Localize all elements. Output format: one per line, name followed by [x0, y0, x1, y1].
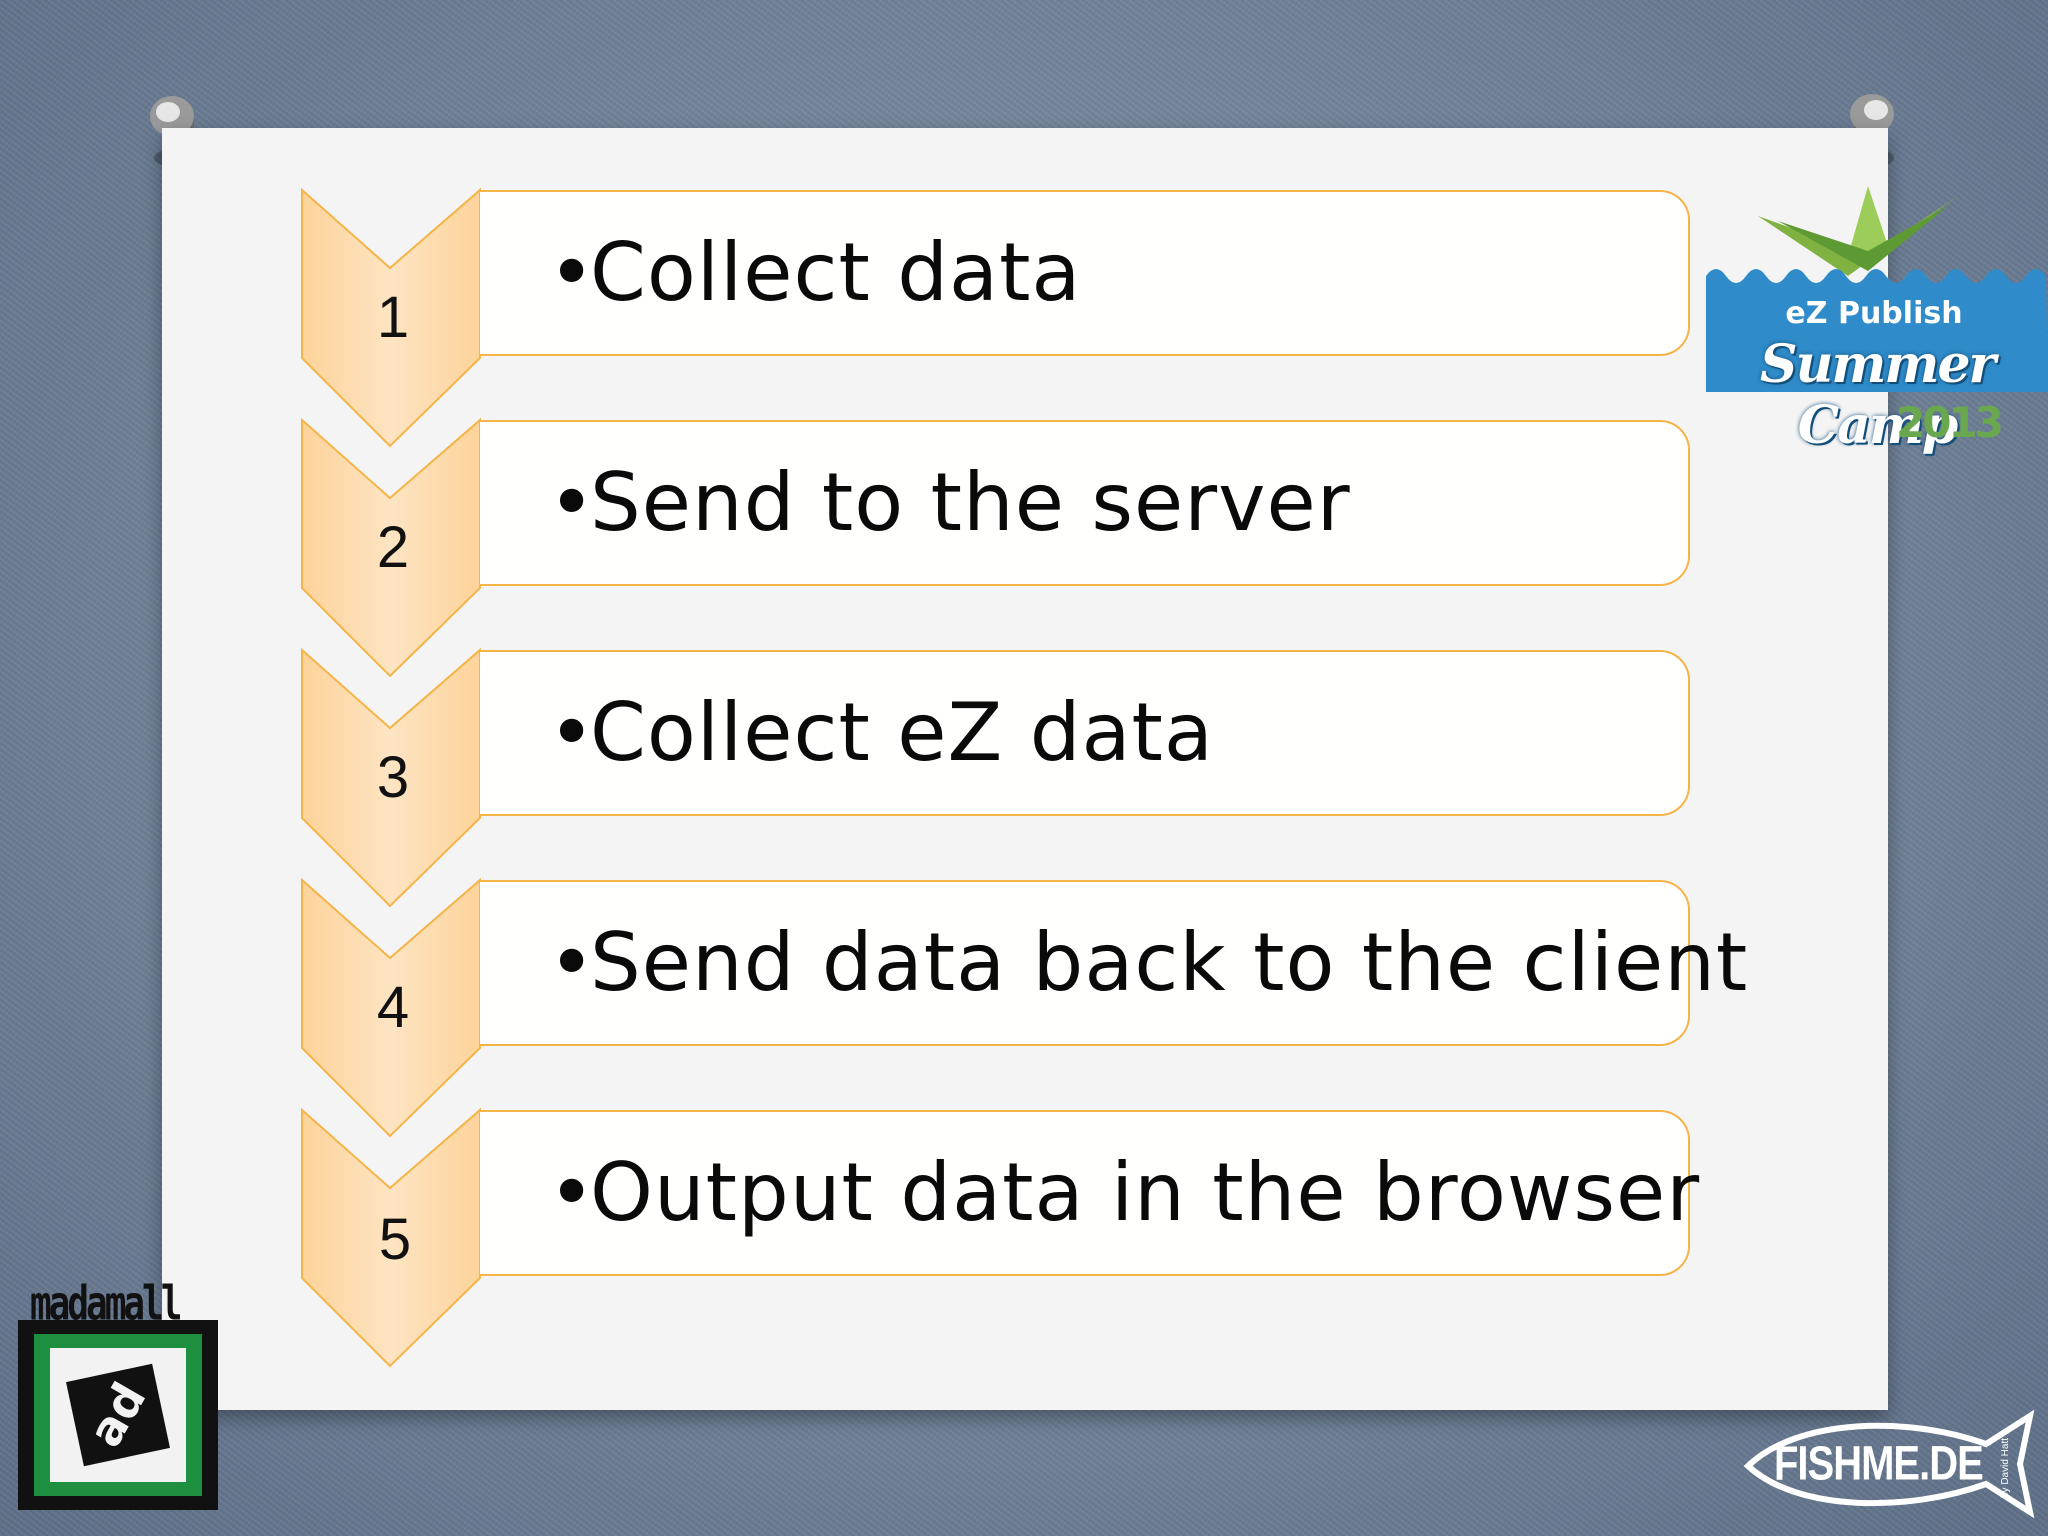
- step-label-4: Send data back to the client: [590, 916, 1749, 1009]
- ez-summer-camp-logo: eZ Publish Summer Camp 2013: [1700, 186, 2048, 456]
- chevron-4-icon: [301, 877, 481, 1138]
- bullet-icon: •: [548, 226, 597, 319]
- step-number-4: 4: [376, 975, 410, 1040]
- step-box-4: [480, 880, 1690, 1046]
- bullet-icon: •: [548, 686, 597, 779]
- step-text-2: •Send to the server: [548, 456, 1351, 549]
- madamall-logo: madamall ad: [16, 1278, 226, 1514]
- bullet-icon: •: [548, 916, 597, 1009]
- paper-boat-icon: [1758, 186, 1958, 276]
- step-number-5: 5: [378, 1207, 412, 1272]
- step-label-5: Output data in the browser: [590, 1146, 1701, 1239]
- step-text-1: •Collect data: [548, 226, 1081, 319]
- step-text-4: •Send data back to the client: [548, 916, 1748, 1009]
- step-label-2: Send to the server: [590, 456, 1351, 549]
- bullet-icon: •: [548, 1146, 597, 1239]
- step-box-3: [480, 650, 1690, 816]
- step-text-3: •Collect eZ data: [548, 686, 1214, 779]
- step-number-3: 3: [376, 745, 410, 810]
- ez-logo-year: 2013: [1896, 398, 2004, 447]
- fishme-logo: FISHME.DE by David Hatt: [1738, 1408, 2038, 1518]
- fishme-wordmark: FISHME.DE: [1774, 1437, 1984, 1491]
- ez-logo-line2: Summer Camp: [1760, 334, 1996, 456]
- ez-badge-background: [1706, 269, 2048, 392]
- ez-logo-line1: eZ Publish: [1785, 296, 1963, 331]
- bullet-icon: •: [548, 456, 597, 549]
- step-text-5: •Output data in the browser: [548, 1146, 1700, 1239]
- chevron-5-icon: [301, 1107, 481, 1368]
- chevron-3-icon: [301, 647, 481, 908]
- step-label-3: Collect eZ data: [590, 686, 1214, 779]
- step-box-2: [480, 420, 1690, 586]
- step-number-1: 1: [376, 285, 410, 350]
- step-box-1: [480, 190, 1690, 356]
- step-box-5: [480, 1110, 1690, 1276]
- fishme-credit: by David Hatt: [2000, 1437, 2011, 1498]
- step-number-2: 2: [376, 515, 410, 580]
- step-label-1: Collect data: [590, 226, 1082, 319]
- chevron-1-icon: [301, 187, 481, 448]
- chevron-2-icon: [301, 417, 481, 678]
- fish-outline-icon: [1743, 1409, 2035, 1518]
- madamall-mark-icon: ad: [18, 1320, 218, 1510]
